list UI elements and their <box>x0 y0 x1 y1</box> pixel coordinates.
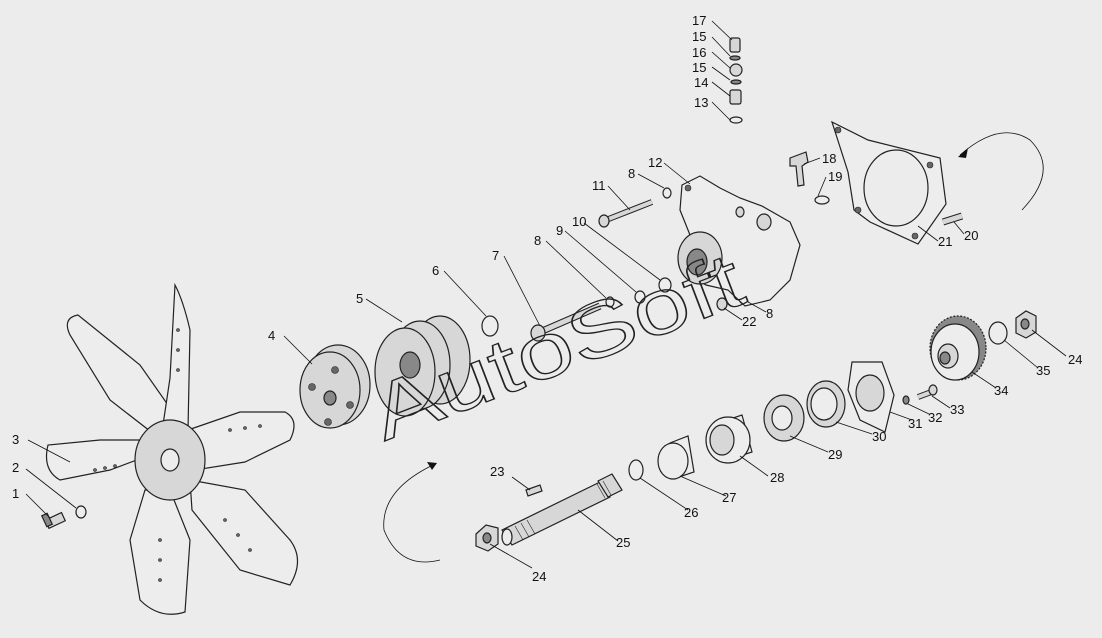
fan-blade-bottom <box>129 489 191 615</box>
callout-27: 27 <box>722 490 736 505</box>
callout-labels: 1 2 3 4 5 6 7 8 8 8 9 10 11 12 13 14 15 … <box>12 13 1082 584</box>
bolt-17 <box>729 37 741 53</box>
assembly-arrow-right <box>958 132 1044 211</box>
assembly-arrow-left <box>383 462 441 563</box>
fitting-14 <box>729 89 742 105</box>
callout-9: 9 <box>556 223 563 238</box>
fan-hub-bore <box>160 448 180 472</box>
callout-33: 33 <box>950 402 964 417</box>
callout-28: 28 <box>770 470 784 485</box>
callout-7: 7 <box>492 248 499 263</box>
callout-5: 5 <box>356 291 363 306</box>
callout-26: 26 <box>684 505 698 520</box>
callout-23: 23 <box>490 464 504 479</box>
callout-15-upper: 15 <box>692 29 706 44</box>
oil-pipe-assembly <box>729 37 830 206</box>
washer-35 <box>988 321 1008 345</box>
callout-29: 29 <box>828 447 842 462</box>
callout-15-lower: 15 <box>692 60 706 75</box>
callout-25: 25 <box>616 535 630 550</box>
callout-21: 21 <box>938 234 952 249</box>
callout-19: 19 <box>828 169 842 184</box>
housing-12 <box>677 175 801 307</box>
callout-34: 34 <box>994 383 1008 398</box>
callout-18: 18 <box>822 151 836 166</box>
gasket-21 <box>830 120 947 245</box>
callout-2: 2 <box>12 460 19 475</box>
callout-24-left: 24 <box>532 569 546 584</box>
fan-blade-top <box>159 282 191 447</box>
washer-2 <box>75 505 87 519</box>
fan-blade-bottom-right <box>189 479 299 586</box>
callout-4: 4 <box>268 328 275 343</box>
fan-blade-top-left <box>66 314 183 446</box>
callout-35: 35 <box>1036 363 1050 378</box>
fan-assembly <box>40 282 299 615</box>
callout-13: 13 <box>694 95 708 110</box>
hub-4 <box>299 344 371 429</box>
fan-blade-left <box>45 439 151 481</box>
callout-22: 22 <box>742 314 756 329</box>
washer-9 <box>634 290 646 304</box>
bushing-27 <box>657 435 695 480</box>
callout-24-right: 24 <box>1068 352 1082 367</box>
seal-30 <box>806 380 846 428</box>
callout-10: 10 <box>572 214 586 229</box>
bolt-11 <box>598 199 654 228</box>
callout-6: 6 <box>432 263 439 278</box>
shaft-25 <box>501 473 623 546</box>
pin-20 <box>941 212 964 226</box>
nut-24-left <box>475 524 499 552</box>
gear-34 <box>929 315 987 381</box>
bearing-28 <box>705 414 753 464</box>
o-ring-13 <box>729 116 743 124</box>
washer-32 <box>902 395 910 405</box>
bolt-33 <box>916 384 938 400</box>
bolt-7 <box>530 302 602 342</box>
nut-22 <box>716 297 728 311</box>
washer-8-left <box>605 296 615 308</box>
callout-11: 11 <box>592 178 606 193</box>
callout-8-mid: 8 <box>534 233 541 248</box>
callout-12: 12 <box>648 155 662 170</box>
bolt-18 <box>789 151 809 187</box>
washer-8-upper <box>662 187 672 199</box>
washer-15-upper <box>729 55 741 61</box>
callout-3: 3 <box>12 432 19 447</box>
bearing-29 <box>763 394 805 442</box>
pulley-5 <box>374 315 471 417</box>
washer-15-lower <box>730 79 742 85</box>
callout-8-right: 8 <box>766 306 773 321</box>
callout-8-upper: 8 <box>628 166 635 181</box>
callout-32: 32 <box>928 410 942 425</box>
key-23 <box>525 484 543 497</box>
cover-plate-31 <box>847 361 895 433</box>
callout-1: 1 <box>12 486 19 501</box>
washer-26 <box>628 459 644 481</box>
bolt-1 <box>40 511 67 530</box>
callout-16: 16 <box>692 45 706 60</box>
o-ring-19 <box>814 195 830 205</box>
nut-24-right <box>1015 310 1037 339</box>
fan-rivet-holes <box>93 328 262 582</box>
banjo-16 <box>729 63 743 77</box>
callout-20: 20 <box>964 228 978 243</box>
callout-17: 17 <box>692 13 706 28</box>
callout-31: 31 <box>908 416 922 431</box>
callout-14: 14 <box>694 75 708 90</box>
leader-lines <box>25 20 1067 569</box>
fan-blade-right <box>187 411 295 471</box>
washer-10 <box>658 277 672 293</box>
washer-6 <box>481 315 499 337</box>
callout-30: 30 <box>872 429 886 444</box>
